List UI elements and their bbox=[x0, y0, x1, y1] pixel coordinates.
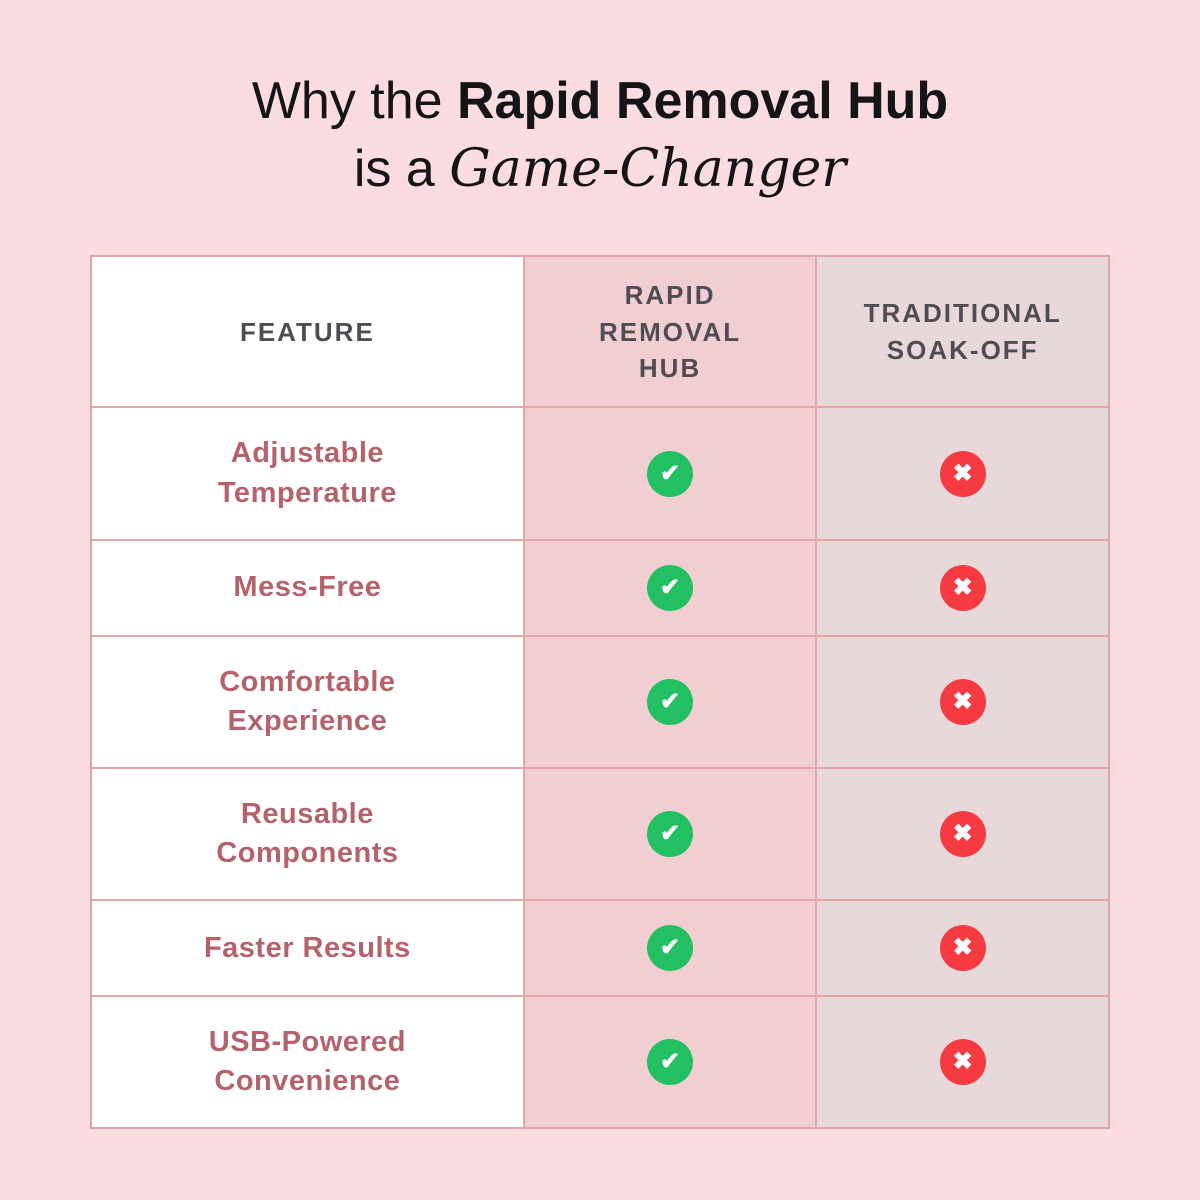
cross-circle-icon: ✖ bbox=[939, 564, 986, 611]
title-line-2-regular: is a bbox=[353, 139, 450, 198]
title-line-1: Why the Rapid Removal Hub bbox=[0, 68, 1200, 136]
feature-label: Faster Results bbox=[90, 899, 525, 998]
column-header-rapid-removal-hub: RAPID REMOVAL HUB bbox=[522, 255, 818, 409]
table-row: Adjustable Temperature ✔ ✖ bbox=[90, 406, 1110, 541]
cross-circle-icon: ✖ bbox=[939, 450, 986, 497]
title-line-1-regular: Why the bbox=[251, 72, 457, 130]
traditional-value-cell: ✖ bbox=[815, 538, 1110, 637]
check-circle-icon: ✔ bbox=[647, 450, 694, 497]
table-row: Reusable Components ✔ ✖ bbox=[90, 766, 1110, 902]
traditional-value-cell: ✖ bbox=[815, 634, 1110, 769]
traditional-value-cell: ✖ bbox=[815, 406, 1110, 541]
cross-circle-icon: ✖ bbox=[939, 1039, 986, 1086]
table-row: Comfortable Experience ✔ ✖ bbox=[90, 634, 1110, 769]
hub-value-cell: ✔ bbox=[522, 406, 818, 541]
cross-circle-icon: ✖ bbox=[939, 678, 986, 725]
feature-label: Comfortable Experience bbox=[90, 634, 525, 769]
table-row: Faster Results ✔ ✖ bbox=[90, 899, 1110, 998]
table-header-row: FEATURE RAPID REMOVAL HUB TRADITIONAL SO… bbox=[90, 255, 1110, 409]
check-circle-icon: ✔ bbox=[647, 1039, 694, 1086]
hub-value-cell: ✔ bbox=[522, 995, 818, 1130]
cross-circle-icon: ✖ bbox=[939, 925, 986, 972]
check-circle-icon: ✔ bbox=[647, 564, 694, 611]
comparison-table: FEATURE RAPID REMOVAL HUB TRADITIONAL SO… bbox=[90, 255, 1110, 1130]
feature-label: Mess-Free bbox=[90, 538, 525, 637]
table-row: Mess-Free ✔ ✖ bbox=[90, 538, 1110, 637]
feature-label: USB-Powered Convenience bbox=[90, 995, 525, 1130]
hub-value-cell: ✔ bbox=[522, 899, 818, 998]
title-line-2-italic: Game-Changer bbox=[449, 138, 847, 199]
page-title: Why the Rapid Removal Hub is a Game-Chan… bbox=[0, 0, 1200, 203]
cross-circle-icon: ✖ bbox=[939, 811, 986, 858]
column-header-traditional-soak-off: TRADITIONAL SOAK-OFF bbox=[815, 255, 1110, 409]
hub-value-cell: ✔ bbox=[522, 766, 818, 902]
feature-label: Reusable Components bbox=[90, 766, 525, 902]
check-circle-icon: ✔ bbox=[647, 925, 694, 972]
table-row: USB-Powered Convenience ✔ ✖ bbox=[90, 995, 1110, 1130]
traditional-value-cell: ✖ bbox=[815, 766, 1110, 902]
title-line-2: is a Game-Changer bbox=[0, 136, 1200, 204]
feature-label: Adjustable Temperature bbox=[90, 406, 525, 541]
traditional-value-cell: ✖ bbox=[815, 995, 1110, 1130]
check-circle-icon: ✔ bbox=[647, 811, 694, 858]
check-circle-icon: ✔ bbox=[647, 678, 694, 725]
column-header-feature: FEATURE bbox=[90, 255, 525, 409]
hub-value-cell: ✔ bbox=[522, 634, 818, 769]
traditional-value-cell: ✖ bbox=[815, 899, 1110, 998]
title-line-1-bold: Rapid Removal Hub bbox=[457, 72, 949, 130]
hub-value-cell: ✔ bbox=[522, 538, 818, 637]
